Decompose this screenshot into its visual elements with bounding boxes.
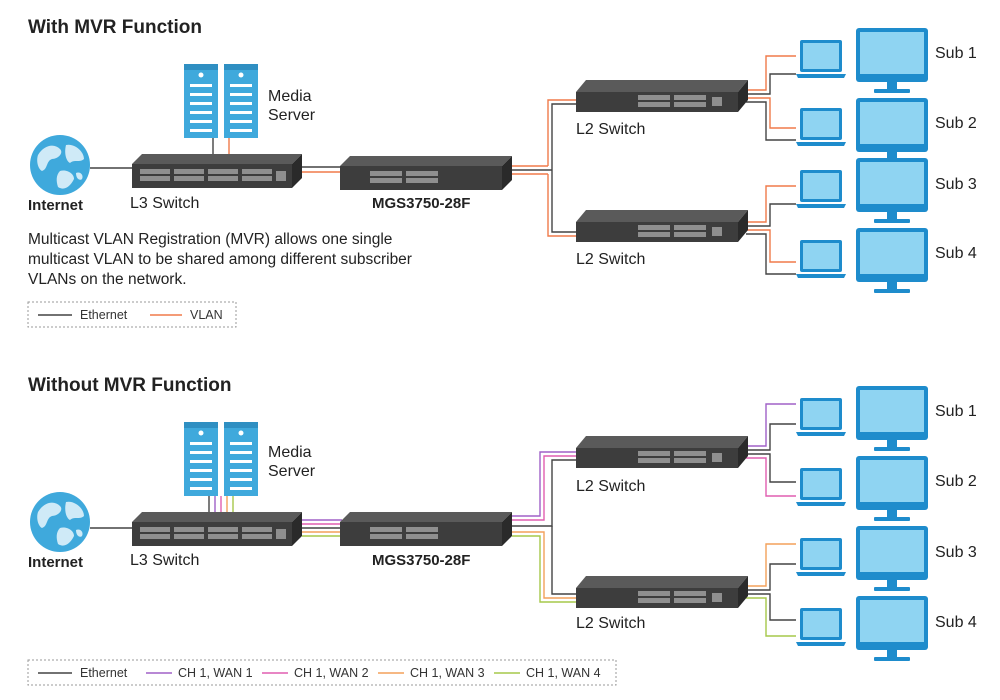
sub4-label: Sub 4 [935, 614, 977, 631]
sub1-monitor-icon [856, 28, 928, 93]
sub3-label: Sub 3 [935, 176, 977, 193]
with-mvr-links [90, 55, 796, 275]
l2-switch-top-icon [576, 436, 748, 468]
with-mvr-legend: Ethernet VLAN [27, 301, 237, 328]
sub2-monitor-icon [856, 98, 928, 163]
legend-ethernet-label: Ethernet [80, 666, 128, 680]
with-mvr-section: With MVR Function [27, 17, 977, 328]
sub3-laptop-icon [796, 538, 846, 576]
sub3-laptop-icon [796, 170, 846, 208]
media-server-icon [184, 422, 218, 496]
sub2-laptop-icon [796, 468, 846, 506]
internet-globe-icon [30, 492, 90, 552]
without-mvr-title: Without MVR Function [28, 375, 232, 396]
internet-globe-icon [30, 135, 90, 195]
sub1-laptop-icon [796, 398, 846, 436]
without-mvr-legend: Ethernet CH 1, WAN 1 CH 1, WAN 2 CH 1, W… [27, 659, 617, 686]
mgs-switch-label: MGS3750-28F [372, 195, 470, 212]
sub4-monitor-icon [856, 596, 928, 661]
media-server-icon [184, 64, 218, 138]
with-mvr-title: With MVR Function [28, 17, 202, 38]
media-server-label-line1: Media [268, 444, 312, 461]
sub1-label: Sub 1 [935, 45, 977, 62]
mgs-switch-icon [340, 156, 512, 190]
l2-switch-top-icon [576, 80, 748, 112]
internet-label: Internet [28, 197, 83, 214]
sub2-laptop-icon [796, 108, 846, 146]
l2-switch-bottom-label: L2 Switch [576, 615, 645, 632]
media-server-label-line2: Server [268, 107, 316, 124]
legend-ch1-wan1-label: CH 1, WAN 1 [178, 666, 253, 680]
internet-label: Internet [28, 554, 83, 571]
mvr-description-line3: VLANs on the network. [28, 271, 187, 288]
sub2-monitor-icon [856, 456, 928, 521]
legend-ch1-wan2-label: CH 1, WAN 2 [294, 666, 369, 680]
l3-switch-label: L3 Switch [130, 195, 199, 212]
legend-ch1-wan3-label: CH 1, WAN 3 [410, 666, 485, 680]
sub2-label: Sub 2 [935, 473, 977, 490]
media-server-label-line1: Media [268, 88, 312, 105]
legend-ethernet-label: Ethernet [80, 308, 128, 322]
mvr-description-line1: Multicast VLAN Registration (MVR) allows… [28, 231, 392, 248]
l3-switch-icon [132, 154, 302, 188]
l3-switch-icon [132, 512, 302, 546]
l2-switch-bottom-label: L2 Switch [576, 251, 645, 268]
l2-switch-bottom-icon [576, 210, 748, 242]
l2-switch-top-label: L2 Switch [576, 121, 645, 138]
sub4-laptop-icon [796, 240, 846, 278]
legend-box [27, 301, 237, 328]
l2-switch-bottom-icon [576, 576, 748, 608]
sub2-label: Sub 2 [935, 115, 977, 132]
sub1-label: Sub 1 [935, 403, 977, 420]
sub3-monitor-icon [856, 526, 928, 591]
sub1-monitor-icon [856, 386, 928, 451]
sub3-monitor-icon [856, 158, 928, 223]
without-mvr-section: Without MVR Function [27, 375, 977, 686]
legend-vlan-label: VLAN [190, 308, 223, 322]
media-server-icon [224, 64, 258, 138]
mgs-switch-icon [340, 512, 512, 546]
l2-switch-top-label: L2 Switch [576, 478, 645, 495]
media-server-label-line2: Server [268, 463, 316, 480]
media-server-icon [224, 422, 258, 496]
sub3-label: Sub 3 [935, 544, 977, 561]
without-mvr-links [90, 403, 796, 637]
sub4-label: Sub 4 [935, 245, 977, 262]
sub4-laptop-icon [796, 608, 846, 646]
l3-switch-label: L3 Switch [130, 552, 199, 569]
mgs-switch-label: MGS3750-28F [372, 552, 470, 569]
legend-box [27, 659, 617, 686]
sub1-laptop-icon [796, 40, 846, 78]
mvr-description-line2: multicast VLAN to be shared among differ… [28, 251, 412, 268]
legend-ch1-wan4-label: CH 1, WAN 4 [526, 666, 601, 680]
sub4-monitor-icon [856, 228, 928, 293]
